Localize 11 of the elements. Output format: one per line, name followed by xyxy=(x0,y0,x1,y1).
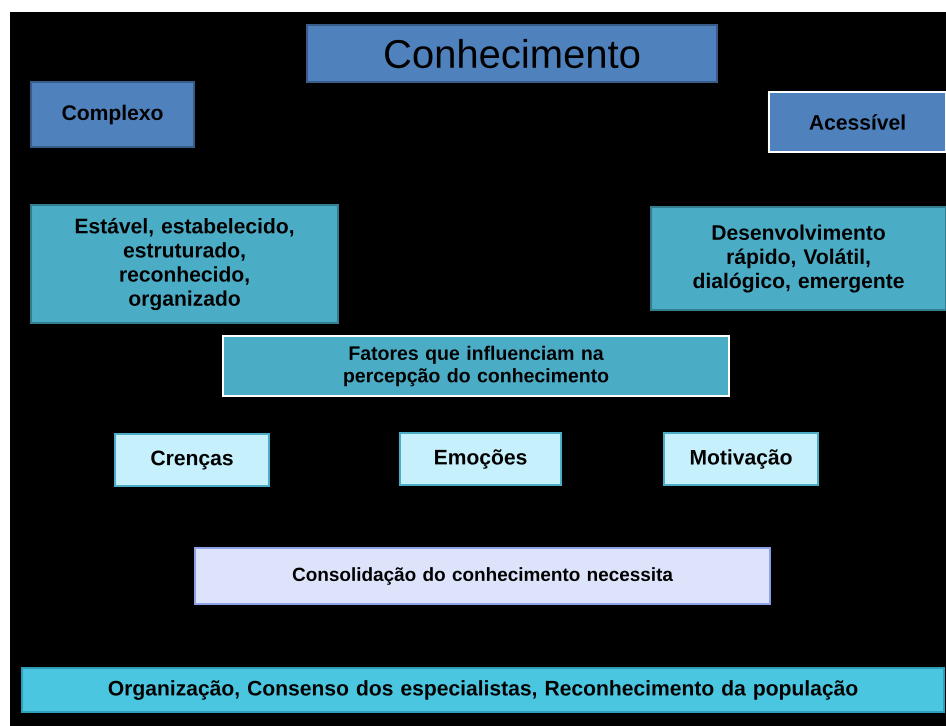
process-box: Crenças xyxy=(114,433,270,487)
process-box: Complexo xyxy=(30,80,195,148)
process-box: Fatores que influenciam na percepção do conhecimento xyxy=(222,335,730,397)
process-box: Acessível xyxy=(768,91,946,153)
title-box: Conhecimento xyxy=(306,24,718,84)
process-box: Motivação xyxy=(663,432,819,486)
process-box: Organização, Consenso dos especialistas, Reconhecimento da população xyxy=(21,667,945,713)
process-box: Consolidação do conhecimento necessita xyxy=(194,547,771,605)
process-box: Emoções xyxy=(398,432,562,486)
process-box: Estável, estabelecido, estruturado, reconhecido, organizado xyxy=(30,204,339,324)
process-box: Desenvolvimento rápido, Volátil, dialógico, emergente xyxy=(650,206,946,311)
